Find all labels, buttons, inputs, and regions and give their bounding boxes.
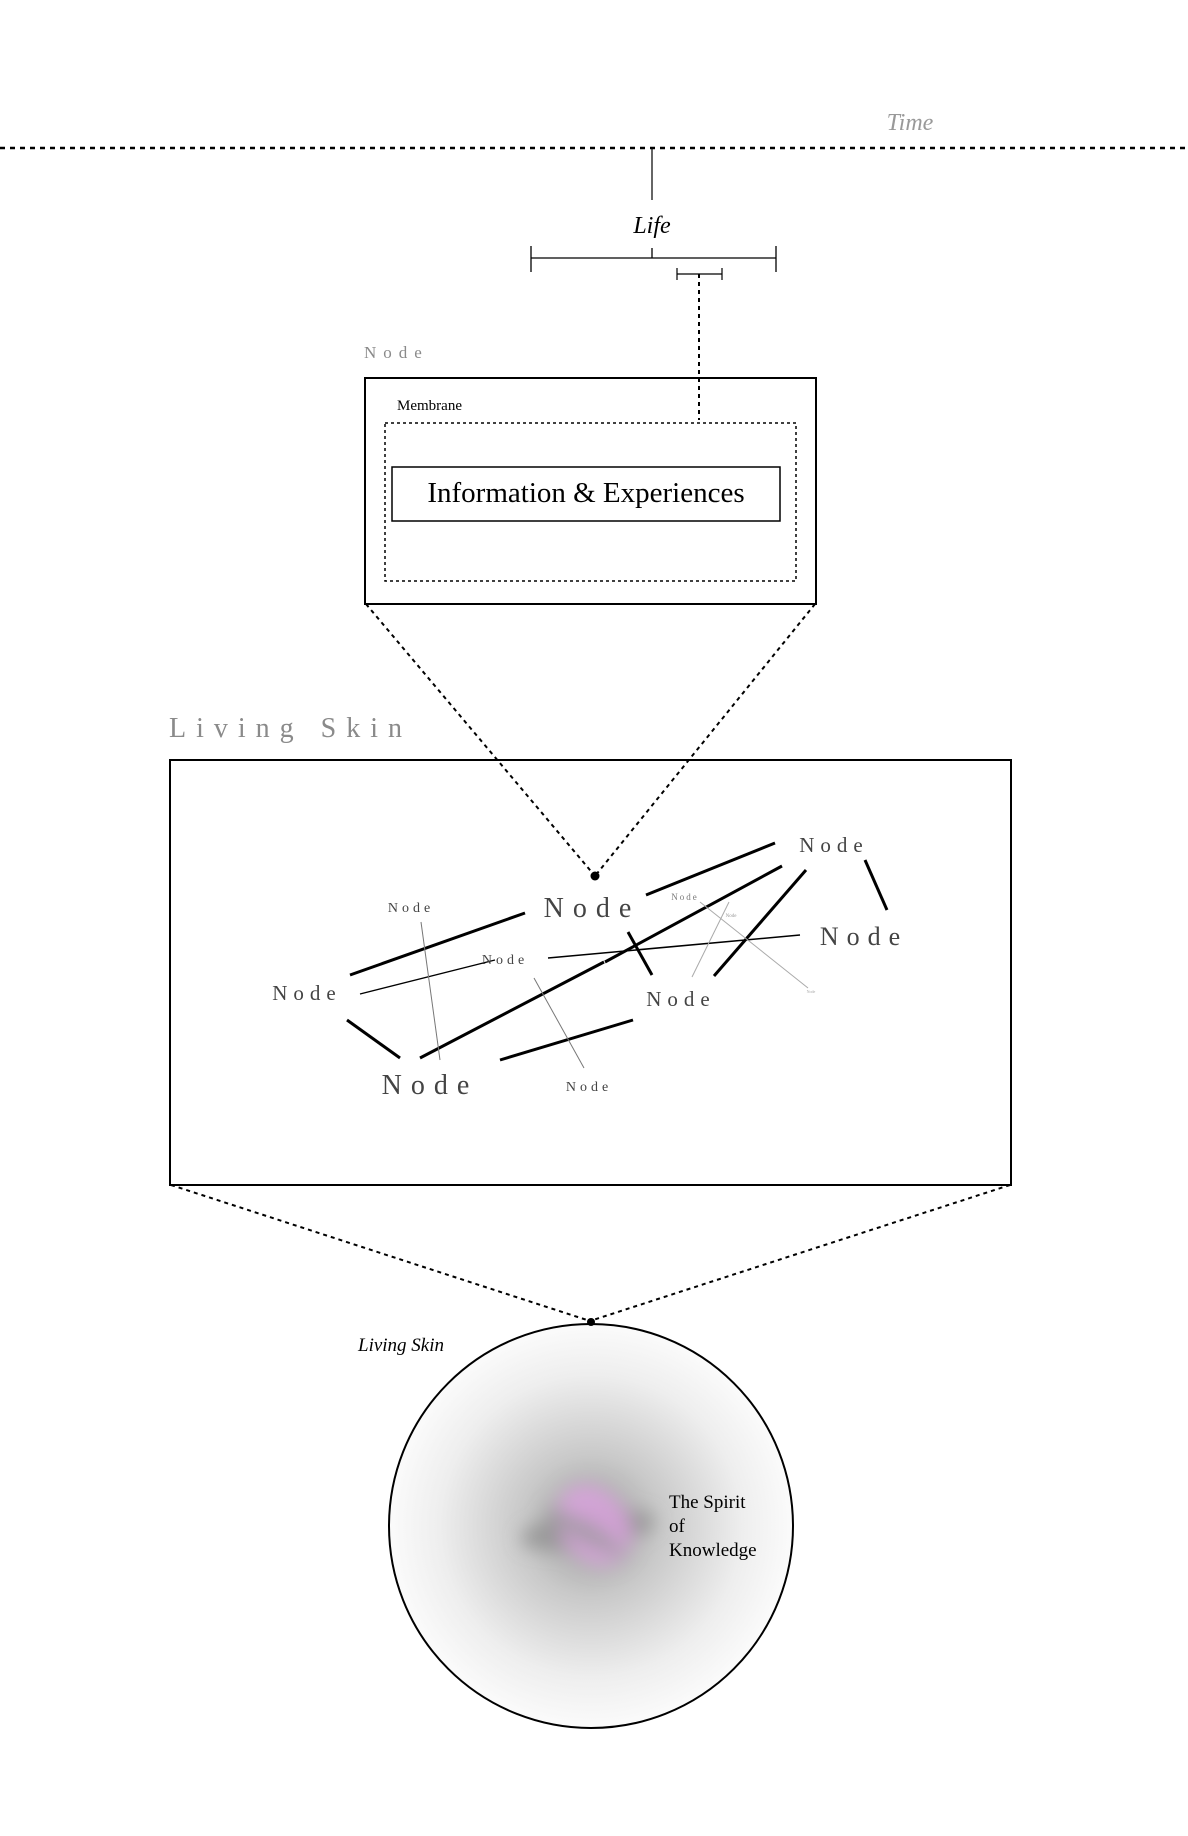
living-skin-panel <box>169 759 1012 1186</box>
focus-node-dot <box>590 871 600 881</box>
information-label: Information & Experiences <box>427 477 744 509</box>
network-node: Node <box>382 1070 479 1101</box>
network-node: Node <box>671 892 699 902</box>
network-node: Node <box>726 914 738 919</box>
time-label: Time <box>887 110 934 136</box>
sphere-entry-dot <box>587 1318 595 1326</box>
spirit-label: The Spirit of Knowledge <box>669 1492 757 1561</box>
spirit-label-line: The Spirit <box>669 1492 746 1513</box>
network-edges <box>346 841 889 1069</box>
life-label: Life <box>632 213 671 239</box>
network-node: Node <box>388 901 434 916</box>
network-node: Node <box>799 833 869 857</box>
information-box <box>391 466 781 522</box>
spirit-core <box>520 1484 656 1566</box>
node-box-title: Node <box>364 343 429 362</box>
network-node: Node <box>272 981 342 1005</box>
sphere-zoom-projection <box>170 1184 1011 1322</box>
network-node: Node <box>566 1080 612 1095</box>
sphere-label: Living Skin <box>357 1335 444 1356</box>
network-node: Node <box>820 922 908 951</box>
membrane-label: Membrane <box>397 398 462 414</box>
spirit-label-line: Knowledge <box>669 1540 757 1561</box>
spirit-label-line: of <box>669 1516 686 1537</box>
living-skin-title: Living Skin <box>169 713 412 744</box>
node-zoom-projection <box>365 603 816 877</box>
network-node: Node <box>807 989 816 994</box>
network-node: Node <box>544 893 641 924</box>
membrane <box>384 422 797 582</box>
network-nodes: Node Node Node Node Node Node Node Node … <box>272 833 908 1101</box>
node-box <box>364 377 817 605</box>
life-span-bracket <box>530 246 777 272</box>
network-node: Node <box>482 953 528 968</box>
network-node: Node <box>646 987 716 1011</box>
